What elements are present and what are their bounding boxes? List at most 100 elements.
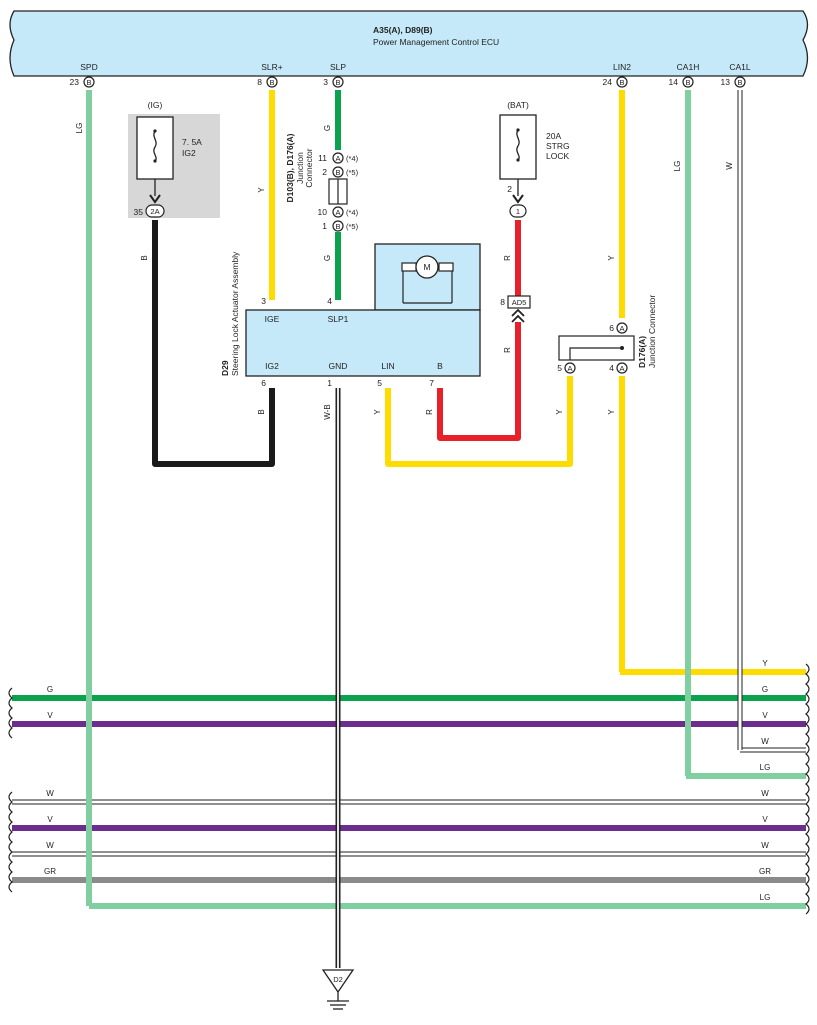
pin-circle [266, 76, 278, 88]
bus-wire-label-right: G [762, 685, 768, 694]
jc-pin-conn: B [335, 222, 340, 231]
actuator-pin-num-gnd: 1 [327, 378, 332, 388]
jc-pin-tag: (*5) [346, 168, 359, 177]
fuse-bat-conn-box [509, 204, 527, 218]
jc-pin-circle [332, 206, 344, 218]
bus-wire-label-right: GR [759, 867, 771, 876]
pin-conn-letter: B [335, 78, 340, 87]
ecu-pin-name-ca1h: CA1H [677, 62, 700, 72]
bus-wire-gr: GR GR [12, 867, 806, 883]
jc-right-sub: Junction Connector [647, 295, 657, 368]
motor-brush [438, 262, 454, 272]
jc-upper-sub1: Junction [295, 152, 305, 184]
actuator-pin-name-b: B [437, 361, 443, 371]
fuse-bat-name2: LOCK [546, 151, 569, 161]
pin-circle [734, 76, 746, 88]
ecu-subtitle: Power Management Control ECU [373, 37, 499, 47]
actuator-pin-name-ig2: IG2 [265, 361, 279, 371]
break-mark-right [805, 663, 810, 915]
ground-d2: D2 [321, 969, 355, 1010]
jc-pin-number: 2 [322, 167, 327, 177]
ecu-pin-slr: 8 B [257, 76, 278, 88]
bus-wire-w-ca1l: W [740, 737, 806, 753]
wire-label-b-out: R [425, 409, 434, 415]
ecu-box [9, 10, 809, 77]
bus-wire-label-left: V [47, 711, 53, 720]
wire-label-ca1h: LG [673, 161, 682, 172]
pin-number: 8 [257, 77, 262, 87]
jc-pin-circle [332, 152, 344, 164]
jc-pin-number: 4 [609, 363, 614, 373]
actuator-pin-num-ige: 3 [261, 296, 266, 306]
ecu-pin-connectors: 23 B 8 B 3 B 24 B 14 B 13 B [70, 76, 746, 88]
fuse-bat-arrow [512, 194, 524, 204]
pin-number: 14 [669, 77, 679, 87]
wire-break-marks [8, 663, 810, 915]
jc-pin-number: 10 [318, 207, 328, 217]
actuator-pin-name-ige: IGE [265, 314, 280, 324]
fuse-bat-pin: 2 [507, 184, 512, 194]
pin-circle [682, 76, 694, 88]
bus-wire-y: Y [620, 659, 806, 675]
vertical-wires: LG Y G G B B R R R Y Y Y Y LG W [75, 90, 743, 968]
wire-label-slr: Y [257, 187, 266, 193]
connector-ad5: 8 AD5 [500, 295, 531, 323]
fuse-ig2-arrow [149, 194, 161, 204]
jc-pin-circle [332, 220, 344, 232]
wire-label-lin-out: Y [373, 409, 382, 415]
ecu-pin-slp: 3 B [323, 76, 344, 88]
fuse-ig2-header: (IG) [148, 100, 163, 110]
motor-brush [401, 262, 417, 272]
break-mark-left [8, 791, 13, 893]
wire-label-ig2-out: B [257, 409, 266, 414]
ground-triangle [321, 969, 355, 994]
bus-wire-label-right: W [761, 789, 769, 798]
jc-right-pin-4: 4 A [609, 362, 628, 374]
jc-right-pin-5: 5 A [557, 362, 576, 374]
bus-wire-label-right: W [761, 737, 769, 746]
jc-pin-conn: A [567, 364, 572, 373]
bus-wire-label-left: V [47, 815, 53, 824]
bus-wire-v1: V V [12, 711, 806, 727]
bus-wire-label-right: V [762, 815, 768, 824]
ecu-pin-ca1h: 14 B [669, 76, 694, 88]
wire-label-slp-bottom: G [323, 255, 332, 261]
jc-pin-tag: (*4) [346, 154, 359, 163]
wire-label-jc5: Y [555, 409, 564, 415]
actuator-pin-name-lin: LIN [381, 361, 394, 371]
wire-label-bat: R [503, 255, 512, 261]
wire-label-slp-top: G [323, 125, 332, 131]
wire-label-spd: LG [75, 123, 84, 134]
actuator-pin-num-lin: 5 [377, 378, 382, 388]
actuator-code: D29 [220, 360, 230, 376]
fuse-bat-name1: STRG [546, 141, 570, 151]
ecu-title: A35(A), D89(B) [373, 25, 433, 35]
jc-right-pin-6: 6 A [609, 322, 628, 334]
bus-wire-g: G G [12, 685, 806, 701]
jc-pin-number: 5 [557, 363, 562, 373]
actuator-pin-name-gnd: GND [329, 361, 348, 371]
fuse-icon [153, 130, 157, 162]
actuator-name: Steering Lock Actuator Assembly [230, 251, 240, 376]
ecu-pin-lin2: 24 B [603, 76, 628, 88]
bus-wire-lg-ca1h: LG [686, 763, 806, 779]
junction-connector-right: D176(A) Junction Connector 6 A 5 A 4 A [557, 295, 657, 374]
bus-wire-label-right: Y [762, 659, 768, 668]
jc-pin-circle [564, 362, 576, 374]
jc-right-title: D176(A) [637, 336, 647, 368]
fuse-bat-rating: 20A [546, 131, 561, 141]
jc-pin-conn: A [619, 324, 624, 333]
ad5-pin-number: 8 [500, 297, 505, 307]
jc-pin-tag: (*4) [346, 208, 359, 217]
jc-pin-conn: B [335, 168, 340, 177]
motor-circle [415, 255, 439, 279]
ecu-pin-name-spd: SPD [80, 62, 97, 72]
pin-number: 3 [323, 77, 328, 87]
fuse-ig2-conn-box [145, 204, 165, 218]
jc-pin-tag: (*5) [346, 222, 359, 231]
jc-right-junction-dot [620, 346, 624, 350]
ecu-pin-name-slp: SLP [330, 62, 346, 72]
bus-wire-label-right: W [761, 841, 769, 850]
pin-conn-letter: B [269, 78, 274, 87]
